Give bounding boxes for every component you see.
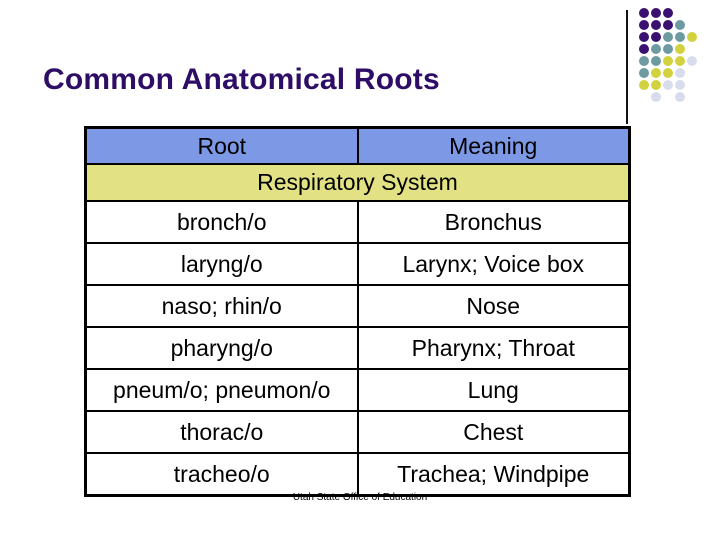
root-cell: tracheo/o [84,452,359,497]
table-section-row: Respiratory System [84,163,631,202]
roots-table: Root Meaning Respiratory System bronch/o… [84,126,631,497]
decoration-dot [639,20,649,30]
decoration-dot [663,80,673,90]
meaning-cell: Chest [356,410,631,454]
decoration-dot [663,68,673,78]
dots-row [638,43,698,55]
decoration-dot [663,32,673,42]
decoration-dot [663,44,673,54]
decoration-dot [651,20,661,30]
decoration-dot [675,32,685,42]
decoration-dot [651,44,661,54]
dots-pattern [638,7,698,103]
table-row: pneum/o; pneumon/o Lung [84,368,631,412]
table-row: thorac/o Chest [84,410,631,454]
section-header-cell: Respiratory System [84,163,631,202]
slide-footer: Utah State Office of Education [292,492,428,503]
decoration-dot [675,44,685,54]
dots-row [638,7,698,19]
table-row: naso; rhin/o Nose [84,284,631,328]
table-row: pharyng/o Pharynx; Throat [84,326,631,370]
decoration-dot [651,56,661,66]
dots-row [638,31,698,43]
root-cell: laryng/o [84,242,359,286]
decoration-dot [639,44,649,54]
column-header-meaning: Meaning [356,126,631,165]
meaning-cell: Bronchus [356,200,631,244]
decoration-dot [639,56,649,66]
decoration-dot [675,80,685,90]
meaning-cell: Nose [356,284,631,328]
decoration-dot [663,56,673,66]
meaning-cell: Pharynx; Throat [356,326,631,370]
dots-row [638,19,698,31]
decoration-dot [651,32,661,42]
table-row: bronch/o Bronchus [84,200,631,244]
root-cell: bronch/o [84,200,359,244]
meaning-cell: Lung [356,368,631,412]
decoration-dot [675,56,685,66]
root-cell: naso; rhin/o [84,284,359,328]
decoration-dot [687,32,697,42]
decoration-dot [651,8,661,18]
table-row: laryng/o Larynx; Voice box [84,242,631,286]
decoration-dot [651,80,661,90]
table-row: tracheo/o Trachea; Windpipe [84,452,631,497]
column-header-root: Root [84,126,359,165]
decoration-dot [639,8,649,18]
dots-row [638,55,698,67]
dots-row [638,91,698,103]
slide-title: Common Anatomical Roots [43,63,440,96]
decoration-dot [675,20,685,30]
decoration-dot [651,68,661,78]
decoration-dot [639,32,649,42]
root-cell: pharyng/o [84,326,359,370]
meaning-cell: Larynx; Voice box [356,242,631,286]
decoration-dot [675,68,685,78]
root-cell: thorac/o [84,410,359,454]
dots-row [638,67,698,79]
decoration-dot [639,68,649,78]
decoration-dot [663,8,673,18]
decoration-vertical-line [626,10,628,124]
meaning-cell: Trachea; Windpipe [356,452,631,497]
decoration-dot [675,92,685,102]
decoration-dot [639,80,649,90]
dots-row [638,79,698,91]
decoration-dot [663,20,673,30]
decoration-dot [651,92,661,102]
table-header-row: Root Meaning [84,126,631,165]
decoration-dot [687,56,697,66]
root-cell: pneum/o; pneumon/o [84,368,359,412]
